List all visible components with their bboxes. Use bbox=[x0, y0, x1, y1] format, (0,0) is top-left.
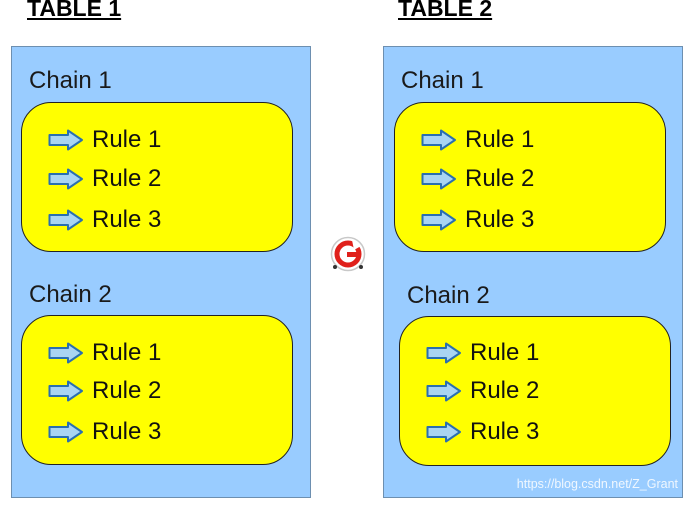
rule-item: Rule 3 bbox=[48, 417, 161, 447]
arrow-right-icon bbox=[48, 209, 83, 231]
arrow-right-icon bbox=[48, 168, 83, 190]
table-2-chain-2-label: Chain 2 bbox=[407, 282, 490, 309]
arrow-right-icon bbox=[421, 168, 456, 190]
rule-label: Rule 1 bbox=[470, 339, 540, 366]
table-2-title: TABLE 2 bbox=[398, 0, 493, 21]
rule-label: Rule 2 bbox=[92, 377, 162, 404]
rule-item: Rule 1 bbox=[426, 338, 539, 368]
arrow-right-icon bbox=[48, 129, 83, 151]
rule-label: Rule 1 bbox=[465, 126, 535, 153]
table-1-chain-2-label: Chain 2 bbox=[29, 281, 112, 308]
rule-item: Rule 1 bbox=[421, 125, 534, 155]
arrow-right-icon bbox=[426, 421, 461, 443]
rule-item: Rule 2 bbox=[421, 164, 534, 194]
arrow-right-icon bbox=[48, 380, 83, 402]
arrow-right-icon bbox=[426, 342, 461, 364]
rule-label: Rule 3 bbox=[465, 206, 535, 233]
rule-item: Rule 1 bbox=[48, 125, 161, 155]
rule-item: Rule 3 bbox=[421, 205, 534, 235]
arrow-right-icon bbox=[48, 342, 83, 364]
table-1: Chain 1 Rule 1 Rule 2 Rule 3 Chain 2 Rul… bbox=[11, 46, 311, 498]
table-2-chain-1: Rule 1 Rule 2 Rule 3 bbox=[394, 102, 666, 252]
rule-item: Rule 2 bbox=[426, 376, 539, 406]
arrow-right-icon bbox=[48, 421, 83, 443]
rule-label: Rule 3 bbox=[92, 206, 162, 233]
rule-label: Rule 3 bbox=[470, 418, 540, 445]
goto-icon bbox=[330, 236, 366, 272]
table-1-title: TABLE 1 bbox=[27, 0, 122, 21]
rule-item: Rule 3 bbox=[48, 205, 161, 235]
arrow-right-icon bbox=[421, 209, 456, 231]
arrow-right-icon bbox=[421, 129, 456, 151]
table-1-chain-1-label: Chain 1 bbox=[29, 67, 112, 94]
rule-item: Rule 3 bbox=[426, 417, 539, 447]
table-1-chain-1: Rule 1 Rule 2 Rule 3 bbox=[21, 102, 293, 252]
rule-label: Rule 2 bbox=[470, 377, 540, 404]
rule-item: Rule 1 bbox=[48, 338, 161, 368]
table-1-chain-2: Rule 1 Rule 2 Rule 3 bbox=[21, 315, 293, 465]
table-2-chain-2: Rule 1 Rule 2 Rule 3 bbox=[399, 316, 671, 466]
arrow-right-icon bbox=[426, 380, 461, 402]
rule-item: Rule 2 bbox=[48, 164, 161, 194]
table-2: Chain 1 Rule 1 Rule 2 Rule 3 Chain 2 Rul… bbox=[383, 46, 683, 498]
table-2-chain-1-label: Chain 1 bbox=[401, 67, 484, 94]
watermark: https://blog.csdn.net/Z_Grant bbox=[516, 477, 678, 491]
rule-label: Rule 1 bbox=[92, 339, 162, 366]
rule-label: Rule 1 bbox=[92, 126, 162, 153]
rule-item: Rule 2 bbox=[48, 376, 161, 406]
rule-label: Rule 2 bbox=[92, 165, 162, 192]
rule-label: Rule 3 bbox=[92, 418, 162, 445]
rule-label: Rule 2 bbox=[465, 165, 535, 192]
